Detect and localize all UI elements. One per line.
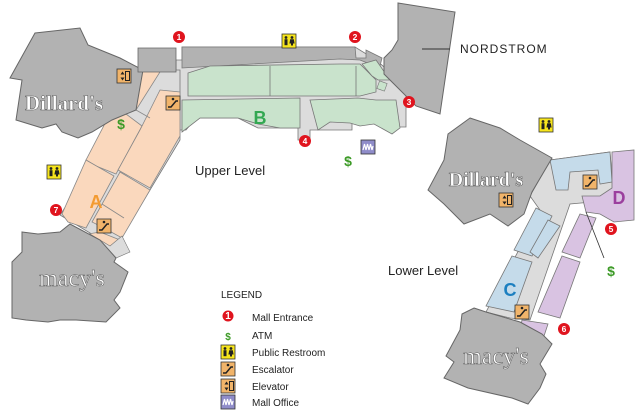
macys-upper-label: macy's (39, 266, 105, 292)
mall-entrance-marker-5: 5 (605, 223, 617, 235)
atm-icon: $ (117, 116, 125, 132)
legend-label: Mall Office (252, 398, 299, 409)
macys-lower-building: macy's (443, 307, 553, 405)
escalator-icon (220, 361, 236, 377)
legend-label: Elevator (252, 382, 289, 393)
escalator-icon (514, 304, 530, 320)
restroom-icon (281, 33, 297, 49)
legend-item-escalator: Escalator (220, 361, 294, 377)
mall-entrance-number: 1 (177, 32, 182, 42)
mall-entrance-icon (558, 323, 570, 335)
restroom-icon (538, 117, 554, 133)
legend-label: Mall Entrance (252, 313, 314, 324)
mall-entrance-marker-6: 6 (558, 323, 570, 335)
mall-entrance-icon (50, 204, 62, 216)
elevator-icon (220, 378, 236, 394)
mall-entrance-number: 4 (303, 136, 308, 146)
legend-item-elevator: Elevator (220, 378, 289, 394)
legend-item-mall-entrance: 1 Mall Entrance (222, 310, 314, 324)
zone-a-label: A (90, 192, 103, 212)
mall-entrances: 1 2 3 4 5 6 7 (50, 31, 617, 335)
escalator-icon (582, 174, 598, 190)
atm-icon: $ (607, 263, 615, 279)
zone-c (485, 151, 613, 313)
zone-c-label: C (504, 280, 517, 300)
mall-entrance-marker-1: 1 (173, 31, 185, 43)
mall-entrance-number: 6 (562, 324, 567, 334)
dillards-lower-building: Dillard's (427, 117, 553, 227)
mall-entrance-number: 3 (407, 97, 412, 107)
atm-leader (585, 211, 605, 259)
atm-icon: $ (225, 332, 231, 343)
lower-level-label: Lower Level (388, 263, 458, 278)
mall-entrance-number: 5 (609, 224, 614, 234)
legend-item-public-restroom: Public Restroom (220, 344, 325, 360)
restroom-icon (46, 164, 62, 180)
dillards-lower-label: Dillard's (449, 169, 524, 191)
mall-entrance-icon (299, 135, 311, 147)
mall-entrance-marker-3: 3 (403, 96, 415, 108)
zone-b-annex (361, 59, 391, 81)
mall-entrance-number: 2 (353, 32, 358, 42)
legend-item-mall-office: Mall Office (220, 394, 299, 410)
zone-d-label: D (613, 188, 626, 208)
mall-entrance-number: 7 (54, 205, 59, 215)
restroom-icon (220, 344, 236, 360)
mall-entrance-marker-2: 2 (349, 31, 361, 43)
zone-d (519, 149, 635, 337)
mall-entrance-icon (349, 31, 361, 43)
mall-office-icon (220, 394, 236, 410)
mall-entrance-marker-4: 4 (299, 135, 311, 147)
escalator-icon (96, 218, 112, 234)
legend: LEGEND 1 Mall Entrance $ ATM Public Rest… (220, 290, 325, 410)
macys-lower-label: macy's (463, 344, 529, 370)
nordstrom-building (137, 2, 456, 115)
legend-label: Escalator (252, 365, 294, 376)
escalator-icon (165, 95, 181, 111)
upper-kiosk (376, 80, 388, 92)
legend-item-atm: $ ATM (225, 331, 272, 343)
mall-entrance-icon (173, 31, 185, 43)
zone-b-label: B (254, 108, 267, 128)
macys-upper-building: macy's (11, 223, 129, 323)
legend-label: Public Restroom (252, 348, 325, 359)
mall-office-icon (360, 139, 376, 155)
dillards-upper-label: Dillard's (25, 91, 103, 115)
zone-b (181, 63, 401, 135)
mall-entrance-marker-7: 7 (50, 204, 62, 216)
upper-store-strip (181, 46, 383, 69)
legend-label: ATM (252, 331, 272, 342)
legend-title: LEGEND (221, 290, 262, 301)
elevator-icon (116, 68, 132, 84)
nordstrom-label: NORDSTROM (460, 42, 548, 56)
upper-level: Dillard's macy's NORDSTROM A B Upper Lev… (9, 2, 548, 323)
elevator-icon (498, 192, 514, 208)
mall-entrance-icon (605, 223, 617, 235)
mall-entrance-icon: 1 (225, 311, 231, 322)
dillards-upper-building: Dillard's (9, 27, 144, 139)
mall-entrance-icon (403, 96, 415, 108)
atm-icon: $ (344, 153, 352, 169)
lower-level: Dillard's macy's C D Lower Level $ (388, 117, 635, 405)
upper-level-label: Upper Level (195, 163, 265, 178)
